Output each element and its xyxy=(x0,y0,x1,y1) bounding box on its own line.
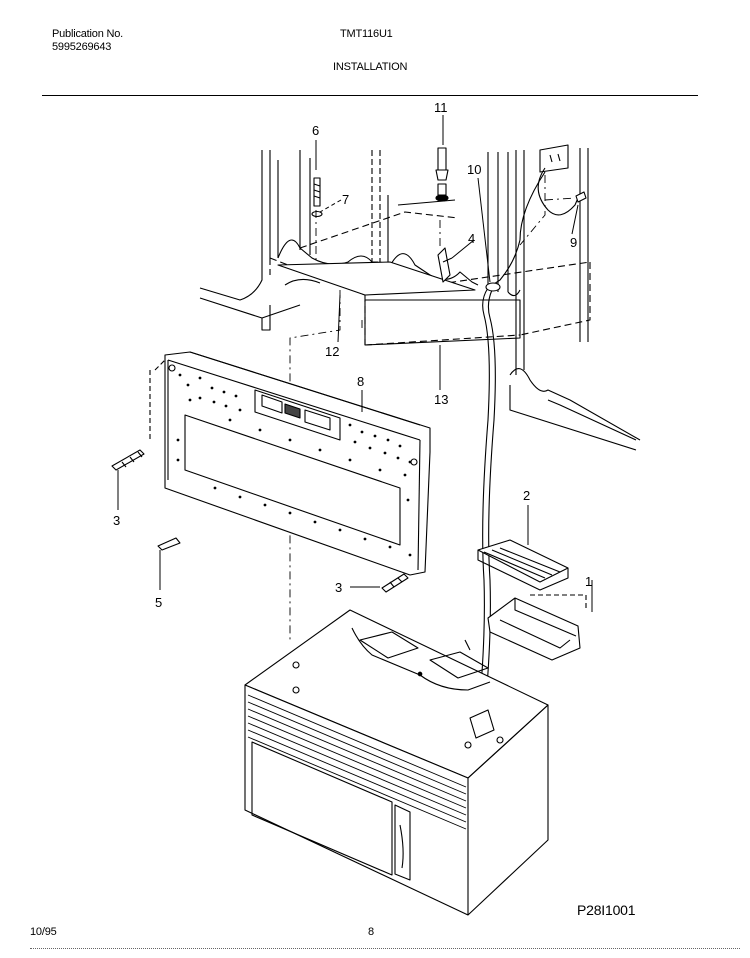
publication-number: 5995269643 xyxy=(52,41,112,53)
callout-11: 11 xyxy=(434,100,448,115)
callout-4: 4 xyxy=(468,231,475,246)
callout-6: 6 xyxy=(312,123,319,138)
figure-code: P28I1001 xyxy=(577,902,636,918)
callout-2: 2 xyxy=(523,488,530,503)
model-number: TMT116U1 xyxy=(340,28,393,40)
grille-parts xyxy=(477,539,587,661)
screw-parts xyxy=(111,147,453,593)
callout-numbers: 6 7 11 10 4 9 12 13 8 3 5 3 2 1 xyxy=(113,100,592,610)
mounting-plate xyxy=(149,351,431,576)
callout-3-left: 3 xyxy=(113,513,120,528)
vent-grille xyxy=(247,694,467,830)
microwave-oven xyxy=(244,609,549,916)
callout-12: 12 xyxy=(325,344,339,359)
page-number: 8 xyxy=(368,926,374,938)
callout-8: 8 xyxy=(357,374,364,389)
callout-leaders xyxy=(117,115,593,612)
footer-date: 10/95 xyxy=(30,926,57,938)
callout-7: 7 xyxy=(342,192,349,207)
callout-10: 10 xyxy=(467,162,481,177)
callout-3-right: 3 xyxy=(335,580,342,595)
callout-13: 13 xyxy=(434,392,448,407)
callout-9: 9 xyxy=(570,235,577,250)
footer-rule xyxy=(30,948,740,949)
publication-label: Publication No. xyxy=(52,28,123,40)
callout-5: 5 xyxy=(155,595,162,610)
top-template xyxy=(277,261,521,346)
callout-1: 1 xyxy=(585,574,592,589)
section-title: INSTALLATION xyxy=(333,61,408,73)
header-rule xyxy=(42,95,698,96)
